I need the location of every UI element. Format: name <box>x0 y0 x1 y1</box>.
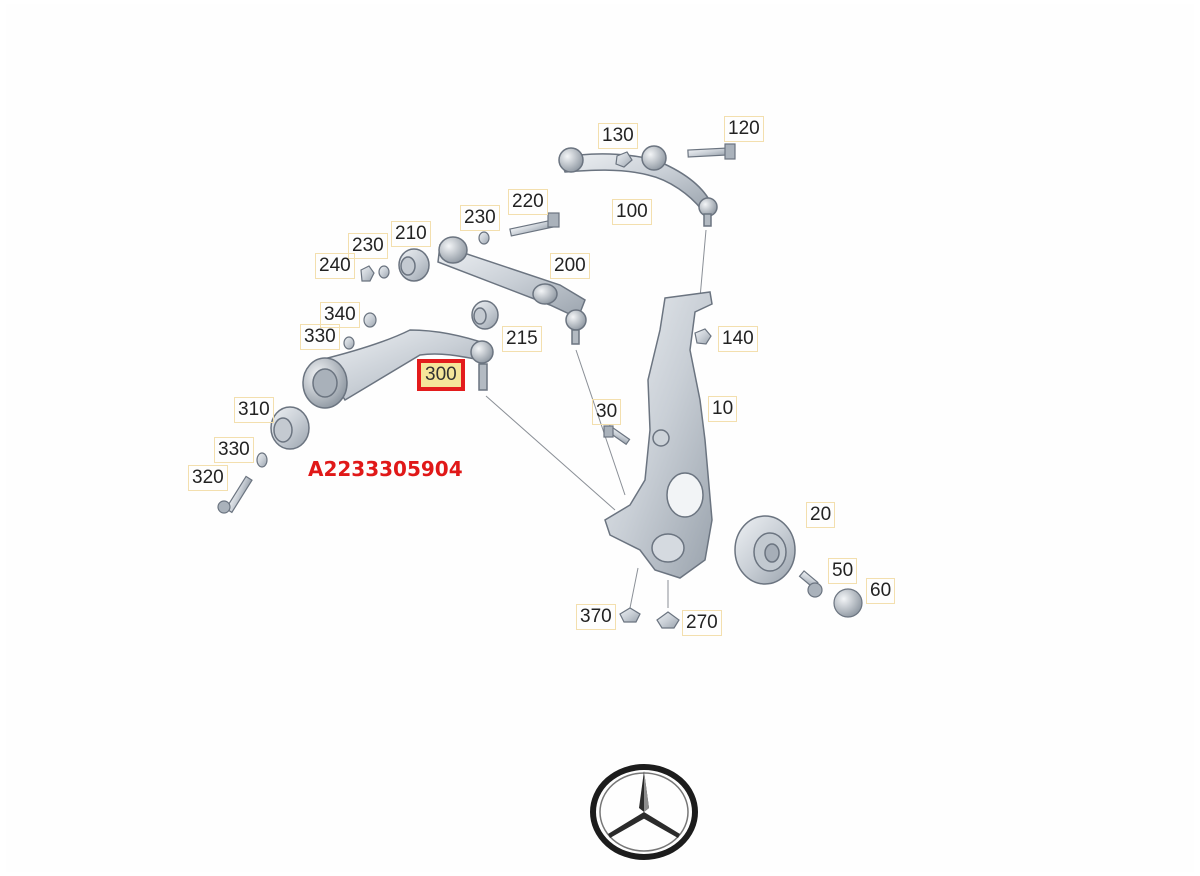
callout-220[interactable]: 220 <box>508 189 548 215</box>
callout-340[interactable]: 340 <box>320 302 360 328</box>
part-number-label: A2233305904 <box>308 457 463 481</box>
callout-10[interactable]: 10 <box>708 396 738 422</box>
callout-330-upper[interactable]: 330 <box>300 324 340 350</box>
bolt-120 <box>687 143 736 160</box>
nut-140 <box>694 328 712 345</box>
nut-130 <box>615 151 633 168</box>
callout-215[interactable]: 215 <box>502 326 542 352</box>
washer-330-lower <box>256 452 268 468</box>
callout-230-upper[interactable]: 230 <box>460 205 500 231</box>
nut-270 <box>656 611 680 629</box>
callout-200[interactable]: 200 <box>550 253 590 279</box>
callout-240[interactable]: 240 <box>315 253 355 279</box>
bushing-310 <box>270 406 310 450</box>
steering-knuckle-10 <box>604 291 713 579</box>
callout-370[interactable]: 370 <box>576 604 616 630</box>
callout-300-highlighted[interactable]: 300 <box>417 359 465 391</box>
washer-230-upper <box>478 231 490 245</box>
control-arm-300 <box>302 329 494 409</box>
callout-320[interactable]: 320 <box>188 465 228 491</box>
callout-130[interactable]: 130 <box>598 123 638 149</box>
bolt-220 <box>509 212 560 237</box>
callout-230-lower[interactable]: 230 <box>348 233 388 259</box>
bushing-215 <box>471 300 499 330</box>
callout-310[interactable]: 310 <box>234 397 274 423</box>
cap-60 <box>833 588 863 618</box>
leader-lines <box>485 229 707 609</box>
mercedes-star-icon <box>590 764 698 860</box>
upper-control-arm-100 <box>558 145 718 227</box>
nut-370 <box>619 607 641 623</box>
callout-210[interactable]: 210 <box>391 221 431 247</box>
tension-strut-200 <box>437 236 587 345</box>
callout-20[interactable]: 20 <box>806 502 836 528</box>
callout-30[interactable]: 30 <box>592 399 622 425</box>
nut-240 <box>360 265 375 282</box>
callout-50[interactable]: 50 <box>828 558 858 584</box>
washer-230-lower <box>378 265 390 279</box>
bolt-320 <box>217 475 253 514</box>
bolt-30 <box>603 424 631 446</box>
washer-330-upper <box>343 336 355 350</box>
callout-60[interactable]: 60 <box>866 578 896 604</box>
callout-100[interactable]: 100 <box>612 199 652 225</box>
callout-120[interactable]: 120 <box>724 116 764 142</box>
callout-270[interactable]: 270 <box>682 610 722 636</box>
bushing-210 <box>398 248 430 282</box>
callout-330-lower[interactable]: 330 <box>214 437 254 463</box>
nut-340 <box>363 312 377 328</box>
callout-140[interactable]: 140 <box>718 326 758 352</box>
bolt-50 <box>798 570 823 598</box>
wheel-hub-20 <box>734 515 796 585</box>
